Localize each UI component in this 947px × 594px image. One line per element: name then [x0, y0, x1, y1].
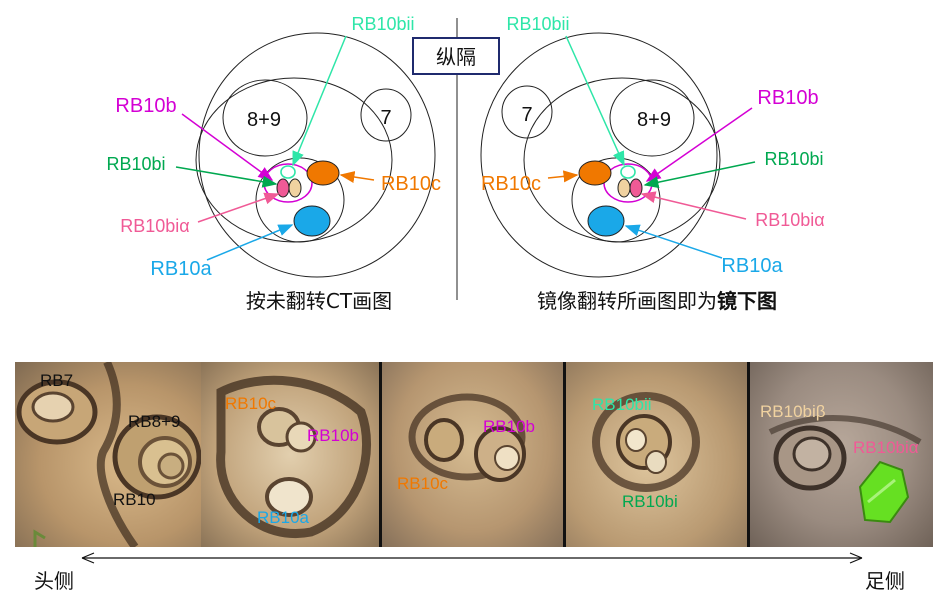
- p4-rb10bii-label: RB10bii: [592, 395, 652, 414]
- scope-panel-2: RB10c RB10b RB10a: [201, 362, 379, 547]
- left-rb10c-oval: [306, 160, 340, 186]
- p2-rb10c-label: RB10c: [225, 394, 277, 413]
- p1-rb7-label: RB7: [40, 371, 74, 390]
- right-rb10bi-arrow: [643, 161, 756, 189]
- right-rb10bii-ring: [620, 165, 636, 179]
- direction-axis: [81, 552, 863, 564]
- scope-panel-1: RB7 RB8+9 RB10: [15, 362, 201, 547]
- left-rb10bibeta-oval: [288, 178, 302, 198]
- right-rb10bia-oval: [629, 178, 643, 198]
- left-caption: 按未翻转CT画图: [246, 289, 392, 313]
- p2-rb10a-label: RB10a: [257, 508, 309, 527]
- scope-image-2: [216, 375, 372, 538]
- right-seg89-circle: [609, 79, 695, 157]
- right-caption-normal: 镜像翻转所画图即为: [537, 289, 717, 313]
- scope-panel-5: RB10biβ RB10biα: [750, 362, 933, 547]
- left-rb10bi-arrow: [175, 166, 278, 188]
- foot-side-label: 足侧: [865, 569, 905, 593]
- left-rb10a-label: RB10a: [150, 258, 212, 280]
- left-seg89-label: 8+9: [247, 109, 281, 131]
- mediastinum-box: [412, 37, 500, 75]
- right-rb10bi-label: RB10bi: [764, 149, 823, 169]
- right-rb10bii-arrow: [565, 35, 625, 167]
- left-rb10bia-oval: [276, 178, 290, 198]
- head-side-label: 头侧: [34, 569, 74, 593]
- p1-rb10-label: RB10: [113, 490, 156, 509]
- mediastinum-label: 纵隔: [436, 45, 476, 69]
- right-caption-bold: 镜下图: [717, 289, 777, 313]
- p1-rb89-label: RB8+9: [128, 412, 181, 431]
- scope-image-5: [768, 415, 922, 524]
- right-seg7-label: 7: [521, 104, 532, 126]
- left-rb10bii-arrow: [292, 35, 347, 167]
- p2-rb10b-label: RB10b: [307, 426, 359, 445]
- right-rb10c-oval: [578, 160, 612, 186]
- right-seg89-label: 8+9: [637, 109, 671, 131]
- scope-panel-4: RB10bii RB10bi: [566, 362, 747, 547]
- left-seg7-label: 7: [380, 107, 391, 129]
- right-rb10c-label: RB10c: [481, 173, 541, 195]
- scope-image-4: [592, 392, 700, 492]
- right-arrowhead-icon: [849, 552, 863, 564]
- left-outer-circle: [198, 32, 436, 278]
- right-rb10a-label: RB10a: [721, 255, 783, 277]
- right-outer-circle: [480, 32, 718, 278]
- left-arrowhead-icon: [81, 552, 95, 564]
- left-rb10b-arrow: [181, 113, 274, 181]
- scope-image-1: [16, 362, 201, 547]
- right-rb10bia-label: RB10biα: [755, 210, 824, 230]
- p5-rb10bia-label: RB10biα: [853, 438, 919, 457]
- right-schematic: 7 8+9 RB10bii RB10b RB10bi RB10c RB10biα…: [480, 14, 825, 313]
- scope-image-3: [408, 393, 526, 482]
- right-rb10b-label: RB10b: [757, 87, 818, 109]
- bronchus-schematic: 纵隔 8+9 7 RB10bii RB10b RB10bi RB10c RB10…: [106, 14, 825, 313]
- right-seg7-circle: [501, 85, 553, 139]
- right-rb10bii-label: RB10bii: [506, 14, 569, 34]
- left-rb10a-arrow: [206, 224, 294, 261]
- right-rb10bia-arrow: [640, 191, 747, 220]
- bronchoscopy-strip: RB7 RB8+9 RB10 RB10c RB10b RB10a RB10b R…: [15, 362, 933, 547]
- left-rb10b-label: RB10b: [115, 95, 176, 117]
- left-schematic: 8+9 7 RB10bii RB10b RB10bi RB10c RB10biα…: [106, 14, 441, 313]
- p3-rb10b-label: RB10b: [483, 417, 535, 436]
- right-caption: 镜像翻转所画图即为镜下图: [537, 289, 777, 313]
- right-rb10a-oval: [587, 205, 625, 237]
- left-rb10bii-label: RB10bii: [351, 14, 414, 34]
- left-rb10bia-arrow: [197, 192, 280, 223]
- left-rb10a-oval: [293, 205, 331, 237]
- right-rb10a-arrow: [624, 224, 723, 259]
- left-seg7-circle: [360, 88, 412, 142]
- scope-panel-3: RB10b RB10c: [382, 362, 563, 547]
- left-rb10bia-label: RB10biα: [120, 216, 189, 236]
- left-rb10bii-ring: [280, 165, 296, 179]
- left-seg89-circle: [222, 79, 308, 157]
- left-rb10bi-label: RB10bi: [106, 154, 165, 174]
- right-rb10b-arrow: [645, 107, 753, 182]
- left-rb10c-label: RB10c: [381, 173, 441, 195]
- p3-rb10c-label: RB10c: [397, 474, 449, 493]
- left-rb10c-arrow: [339, 171, 375, 183]
- right-rb10c-arrow: [547, 170, 579, 183]
- p5-rb10bibeta-label: RB10biβ: [760, 402, 826, 421]
- p4-rb10bi-label: RB10bi: [622, 492, 678, 511]
- right-rb10bibeta-oval: [617, 178, 631, 198]
